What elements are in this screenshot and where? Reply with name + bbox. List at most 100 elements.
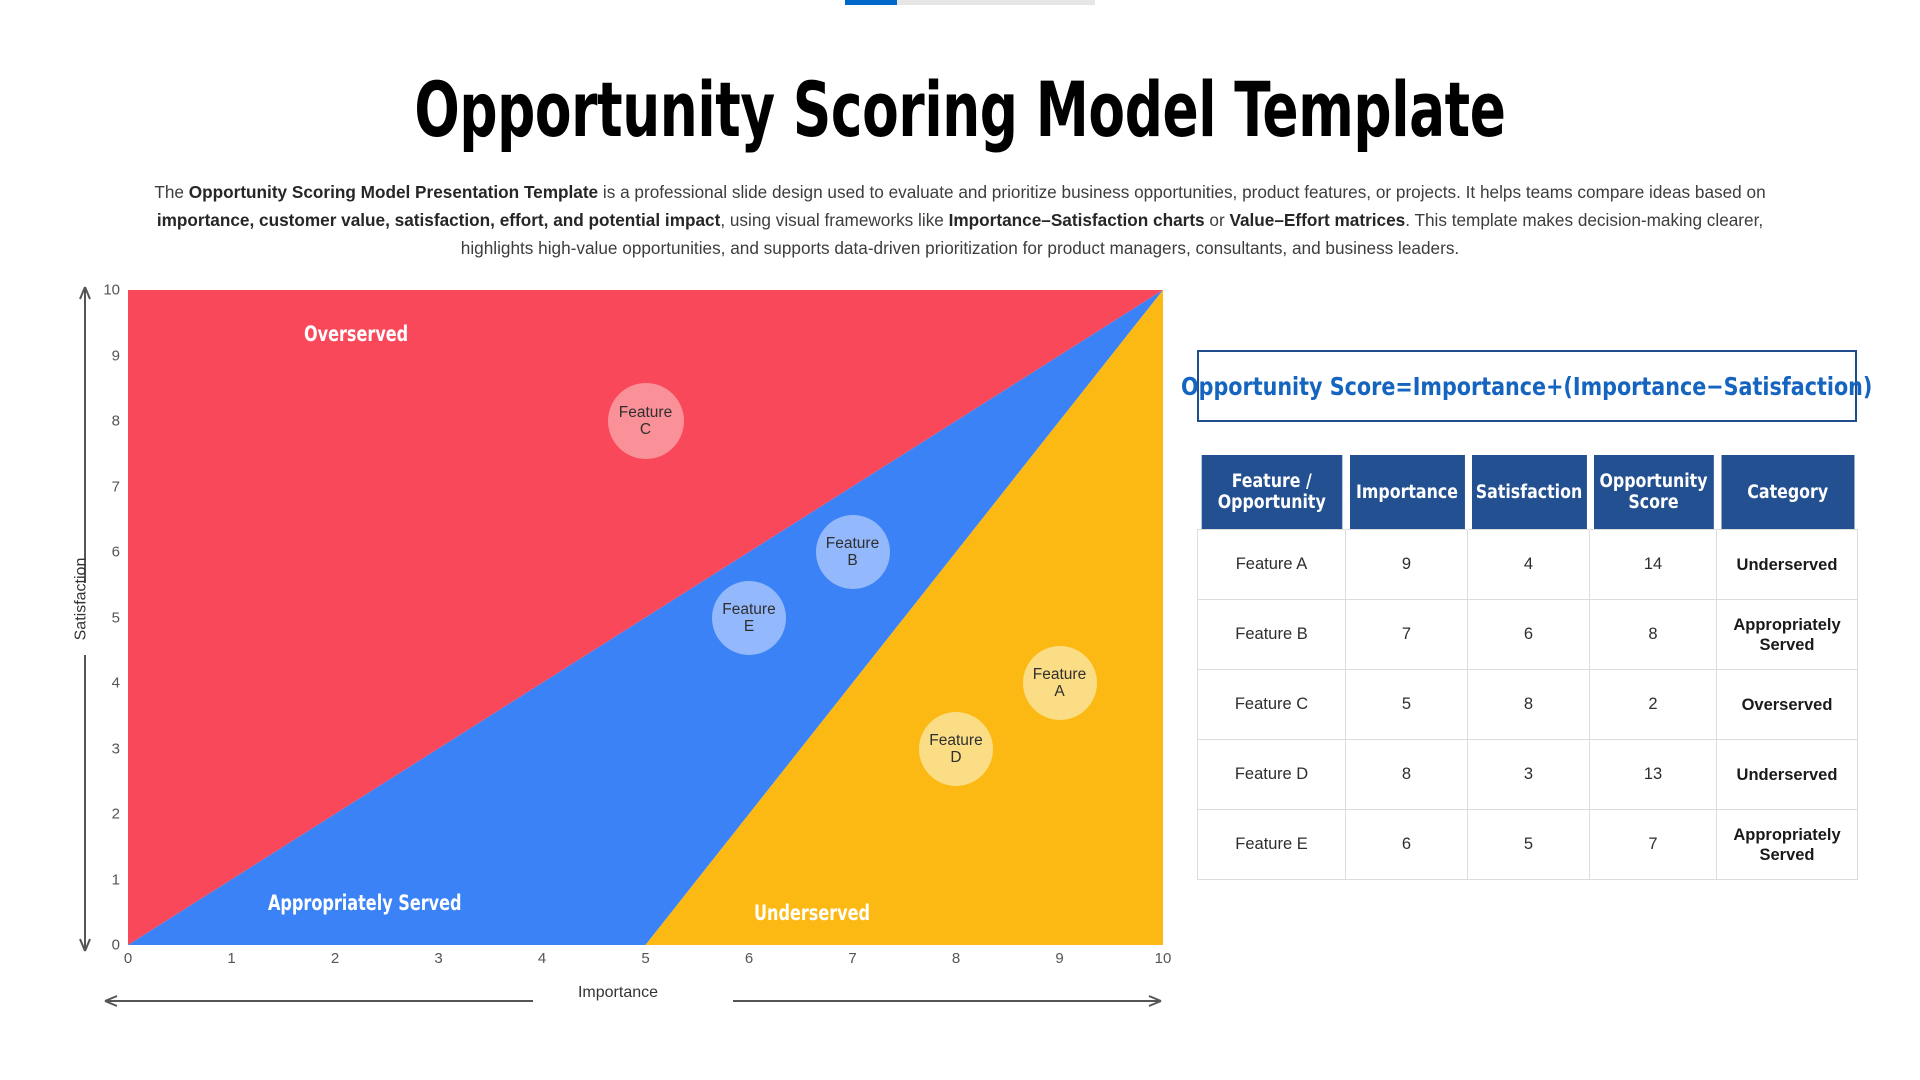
category-line: Underserved [1736,765,1838,784]
table-header-cell: Satisfaction [1470,455,1587,530]
category-line: Served [1759,635,1815,654]
table-cell-satisfaction: 5 [1467,809,1590,880]
y-tick-label: 7 [111,478,120,495]
table-header-line: Category [1746,481,1828,503]
y-tick-label: 3 [111,740,120,757]
bubble-label-line2: B [847,552,858,569]
top-progress-fill [845,0,897,5]
table-cell-importance: 6 [1345,809,1468,880]
zone-underserved [645,290,1163,945]
table-cell-feature: Feature A [1197,529,1346,600]
x-tick-label: 3 [434,950,443,967]
table-cell-score: 2 [1589,669,1717,740]
bubble-label-line1: Feature [618,404,673,421]
table-cell-satisfaction: 8 [1467,669,1590,740]
description-text: is a professional slide design used to e… [598,182,1766,202]
table-cell-satisfaction: 3 [1467,739,1590,810]
table-cell-importance: 7 [1345,599,1468,670]
category-line: Appropriately [1733,825,1841,844]
description-text: . This template makes decision-making cl… [460,210,1764,258]
zone-label-appropriately-served: Appropriately Served [267,891,462,916]
x-tick-label: 6 [744,950,754,967]
bubble-label-line1: Feature [929,731,983,749]
table-cell-importance: 5 [1345,669,1468,740]
x-tick-label: 0 [123,950,133,967]
bubble-label-line1: Feature [1032,666,1087,683]
x-tick-label: 2 [330,950,340,967]
category-line: Underserved [1736,555,1838,574]
zone-label-overserved: Overserved [303,321,409,346]
table-cell-feature: Feature D [1197,739,1346,810]
table-cell-satisfaction: 4 [1467,529,1590,600]
y-tick-label: 6 [111,543,120,561]
table-cell-feature: Feature E [1197,809,1346,880]
right-panel: Opportunity Score=Importance+(Importance… [1181,350,1873,880]
description-text: , using visual frameworks like [720,210,949,230]
description-emphasis: importance, customer value, satisfaction… [156,210,721,230]
x-tick-label: 7 [848,950,857,967]
table-cell-score: 7 [1589,809,1717,880]
y-tick-label: 8 [111,412,120,430]
x-axis-title: Importance [577,984,659,1001]
x-tick-label: 9 [1055,950,1064,967]
category-line: Overserved [1741,695,1833,714]
top-progress-bar [845,0,1095,5]
x-axis-arrow [103,990,1163,1012]
table-cell-category: Underserved [1716,529,1858,600]
table-cell-score: 13 [1589,739,1717,810]
x-tick-label: 5 [641,950,650,967]
description-emphasis: Opportunity Scoring Model Presentation T… [188,182,599,202]
formula-box: Opportunity Score=Importance+(Importance… [1181,350,1873,422]
bubble-label-line2: D [950,748,962,766]
table-cell-score: 14 [1589,529,1717,600]
description-text: The [154,182,189,202]
page-description: The Opportunity Scoring Model Presentati… [140,178,1780,262]
table-cell-score: 8 [1589,599,1717,670]
table-header-cell: Importance [1348,455,1465,530]
table-cell-category: Overserved [1716,669,1858,740]
description-emphasis: Importance–Satisfaction charts [948,210,1205,230]
page-title: Opportunity Scoring Model Template [414,65,1506,154]
description-text: or [1204,210,1230,230]
table-cell-importance: 8 [1345,739,1468,810]
table-header-line: Score [1627,492,1679,513]
category-line: Appropriately [1733,615,1841,634]
description-emphasis: Value–Effort matrices [1229,210,1406,230]
y-axis-arrow [78,285,92,953]
table-cell-feature: Feature B [1197,599,1346,670]
x-tick-label: 1 [227,950,236,967]
table-header-cell: Category [1719,455,1854,530]
x-tick-label: 4 [537,950,547,967]
bubble-label-line2: E [743,617,755,635]
table-header-cell: Feature /Opportunity [1201,455,1343,530]
y-tick-label: 2 [111,805,120,823]
table-cell-importance: 9 [1345,529,1468,600]
x-tick-label: 10 [1154,950,1172,967]
y-tick-label: 1 [111,871,120,888]
table-cell-satisfaction: 6 [1467,599,1590,670]
table-header-line: Feature / [1231,471,1312,492]
y-tick-label: 5 [111,609,120,626]
zone-appropriately-served [128,290,1163,945]
bubble-label-line2: C [639,421,652,438]
table-header-line: Opportunity [1217,492,1326,513]
formula-text: Opportunity Score=Importance+(Importance… [1181,371,1873,401]
